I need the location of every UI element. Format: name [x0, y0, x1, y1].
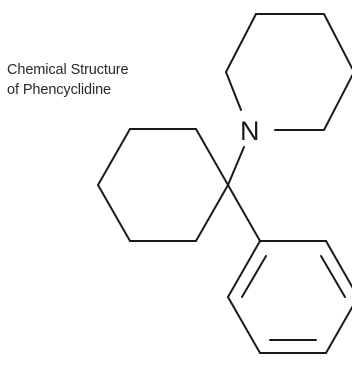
caption-line-2: of Phencyclidine: [7, 82, 111, 98]
cyclohexane-ring: [97, 128, 229, 242]
cyclohexane-bond: [195, 184, 229, 242]
benzene-double-bond: [320, 255, 346, 298]
benzene-bond: [325, 305, 352, 354]
caption-line-1: Chemical Structure: [7, 62, 129, 78]
piperidine-bond: [225, 13, 257, 73]
cyclohexane-bond: [97, 128, 131, 186]
cyclohexane-bond: [195, 128, 229, 186]
benzene-bond: [227, 240, 261, 298]
piperidine-bond: [323, 73, 352, 131]
benzene-ring: [227, 240, 352, 354]
piperidine-bond: [225, 71, 242, 111]
benzene-double-bond: [241, 255, 267, 298]
piperidine-bond: [323, 13, 352, 71]
benzene-bond: [325, 240, 352, 289]
nitrogen-atom-label: N: [240, 116, 260, 146]
structure-caption: Chemical Structure of Phencyclidine: [7, 60, 129, 100]
cyclohexane-bond: [97, 184, 131, 242]
piperidine-ring: [225, 13, 352, 131]
benzene-bond: [227, 296, 261, 354]
c-phenyl-bond: [227, 184, 261, 242]
n-c-bond: [227, 146, 245, 186]
